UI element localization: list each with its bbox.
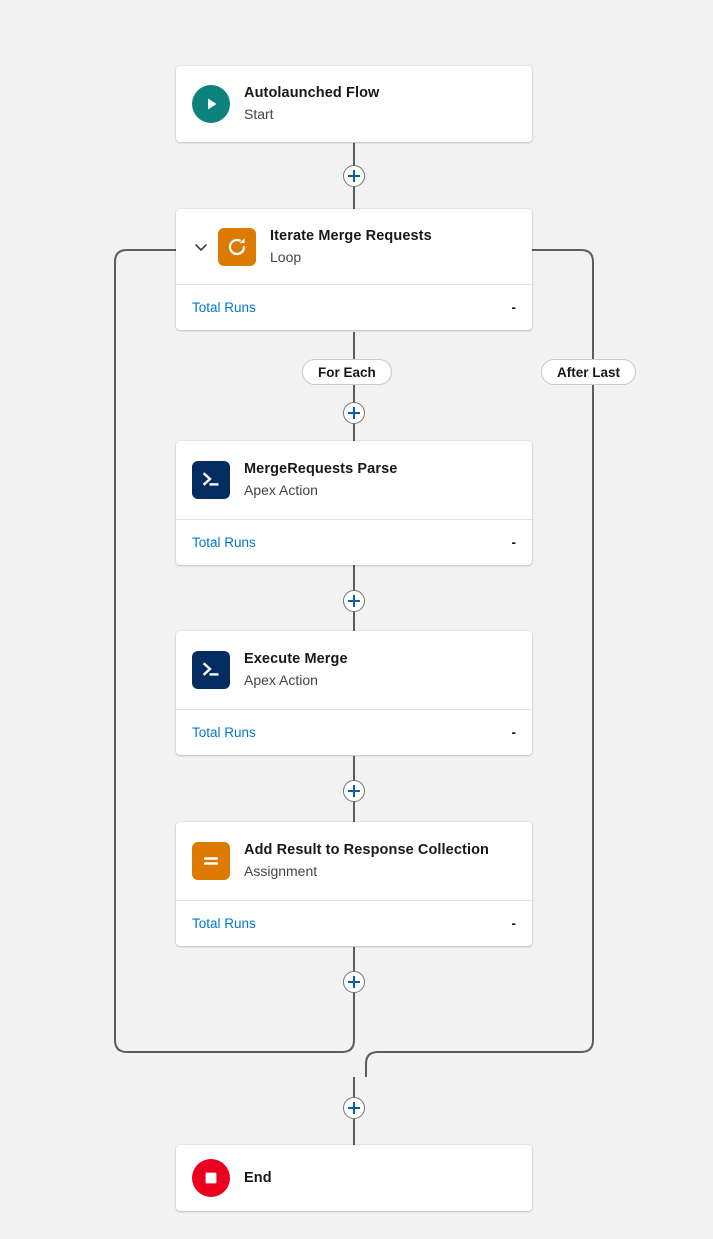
total-runs-link[interactable]: Total Runs [192, 300, 256, 315]
apex-execute-text: Execute Merge Apex Action [244, 650, 348, 690]
apex-action-icon [192, 651, 230, 689]
loop-node-footer: Total Runs - [176, 284, 532, 330]
end-node-text: End [244, 1159, 272, 1197]
apex-parse-footer: Total Runs - [176, 519, 532, 565]
flow-node-start[interactable]: Autolaunched Flow Start [176, 66, 532, 142]
assignment-footer: Total Runs - [176, 900, 532, 946]
play-icon [192, 85, 230, 123]
add-element-button-after-execute[interactable] [343, 780, 365, 802]
apex-execute-subtitle: Apex Action [244, 672, 318, 688]
chevron-down-icon[interactable] [192, 238, 210, 256]
end-node-header: End [176, 1145, 532, 1211]
start-node-subtitle: Start [244, 106, 274, 122]
total-runs-link[interactable]: Total Runs [192, 535, 256, 550]
apex-parse-title: MergeRequests Parse [244, 461, 398, 477]
flow-node-end[interactable]: End [176, 1145, 532, 1211]
total-runs-value: - [511, 725, 517, 740]
add-element-button-after-assignment[interactable] [343, 971, 365, 993]
apex-parse-subtitle: Apex Action [244, 482, 318, 498]
branch-label-after-last: After Last [541, 359, 637, 385]
branch-label-for-each: For Each [302, 359, 392, 385]
add-element-button-in-loop[interactable] [343, 402, 365, 424]
end-icon [192, 1159, 230, 1197]
total-runs-value: - [511, 916, 517, 931]
add-element-button-after-start[interactable] [343, 165, 365, 187]
start-node-text: Autolaunched Flow Start [244, 84, 379, 124]
apex-execute-title: Execute Merge [244, 651, 348, 667]
assignment-icon [192, 842, 230, 880]
total-runs-link[interactable]: Total Runs [192, 725, 256, 740]
apex-action-icon [192, 461, 230, 499]
start-node-header: Autolaunched Flow Start [176, 66, 532, 142]
assignment-subtitle: Assignment [244, 863, 318, 879]
total-runs-link[interactable]: Total Runs [192, 916, 256, 931]
add-element-button-after-parse[interactable] [343, 590, 365, 612]
apex-parse-text: MergeRequests Parse Apex Action [244, 460, 397, 500]
loop-node-header: Iterate Merge Requests Loop [176, 209, 532, 284]
assignment-title: Add Result to Response Collection [244, 842, 489, 858]
add-element-button-before-end[interactable] [343, 1097, 365, 1119]
loop-node-title: Iterate Merge Requests [270, 227, 432, 244]
connector-loop-back [114, 249, 355, 1053]
apex-execute-header: Execute Merge Apex Action [176, 631, 532, 709]
end-node-title: End [244, 1170, 272, 1186]
total-runs-value: - [511, 535, 517, 550]
flow-node-loop[interactable]: Iterate Merge Requests Loop Total Runs - [176, 209, 532, 330]
apex-execute-footer: Total Runs - [176, 709, 532, 755]
loop-icon [218, 227, 256, 266]
flow-node-apex-parse[interactable]: MergeRequests Parse Apex Action Total Ru… [176, 441, 532, 565]
flow-node-assignment[interactable]: Add Result to Response Collection Assign… [176, 822, 532, 946]
connector-after-last [365, 249, 594, 1077]
apex-parse-header: MergeRequests Parse Apex Action [176, 441, 532, 519]
total-runs-value: - [511, 300, 517, 315]
assignment-header: Add Result to Response Collection Assign… [176, 822, 532, 900]
assignment-text: Add Result to Response Collection Assign… [244, 841, 489, 881]
flow-node-apex-execute[interactable]: Execute Merge Apex Action Total Runs - [176, 631, 532, 755]
loop-node-text: Iterate Merge Requests Loop [270, 227, 432, 267]
start-node-title: Autolaunched Flow [244, 85, 380, 101]
loop-node-subtitle: Loop [270, 248, 302, 265]
